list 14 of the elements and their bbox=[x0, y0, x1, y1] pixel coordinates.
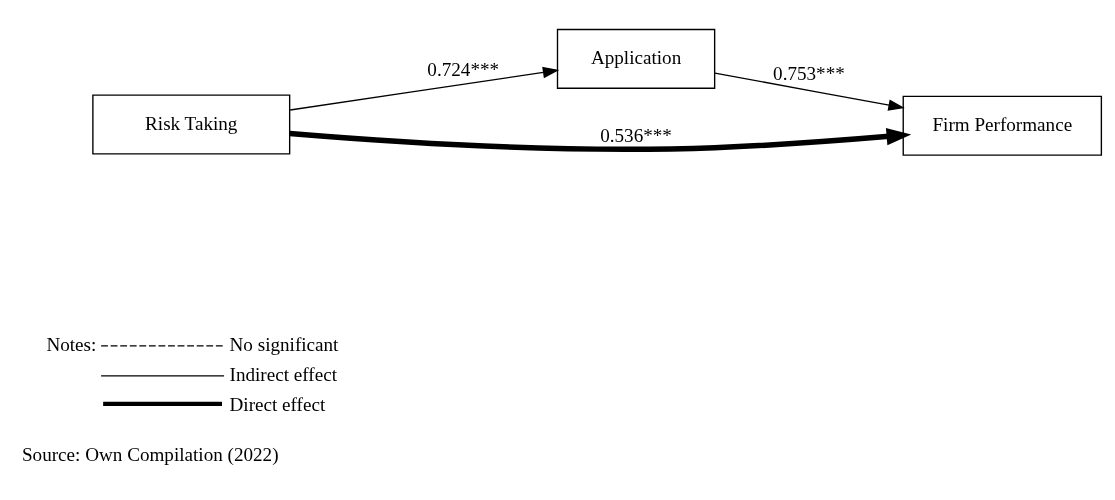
edge-label: 0.536*** bbox=[600, 124, 672, 146]
edge-label: 0.753*** bbox=[773, 62, 845, 84]
node-box: Application bbox=[556, 28, 716, 89]
arrow bbox=[714, 71, 905, 111]
arrow bbox=[289, 127, 912, 152]
node-box: Risk Taking bbox=[92, 93, 291, 154]
legend-label: Direct effect bbox=[229, 393, 326, 415]
legend-label: No significant bbox=[229, 333, 339, 355]
arrow bbox=[289, 66, 560, 111]
caption: Source: Own Compilation (2022) bbox=[21, 443, 279, 465]
edge-label: 0.724*** bbox=[427, 58, 500, 80]
label: Notes: bbox=[46, 333, 97, 355]
node-box: Firm Performance bbox=[902, 95, 1103, 156]
legend-label: Indirect effect bbox=[229, 363, 337, 385]
